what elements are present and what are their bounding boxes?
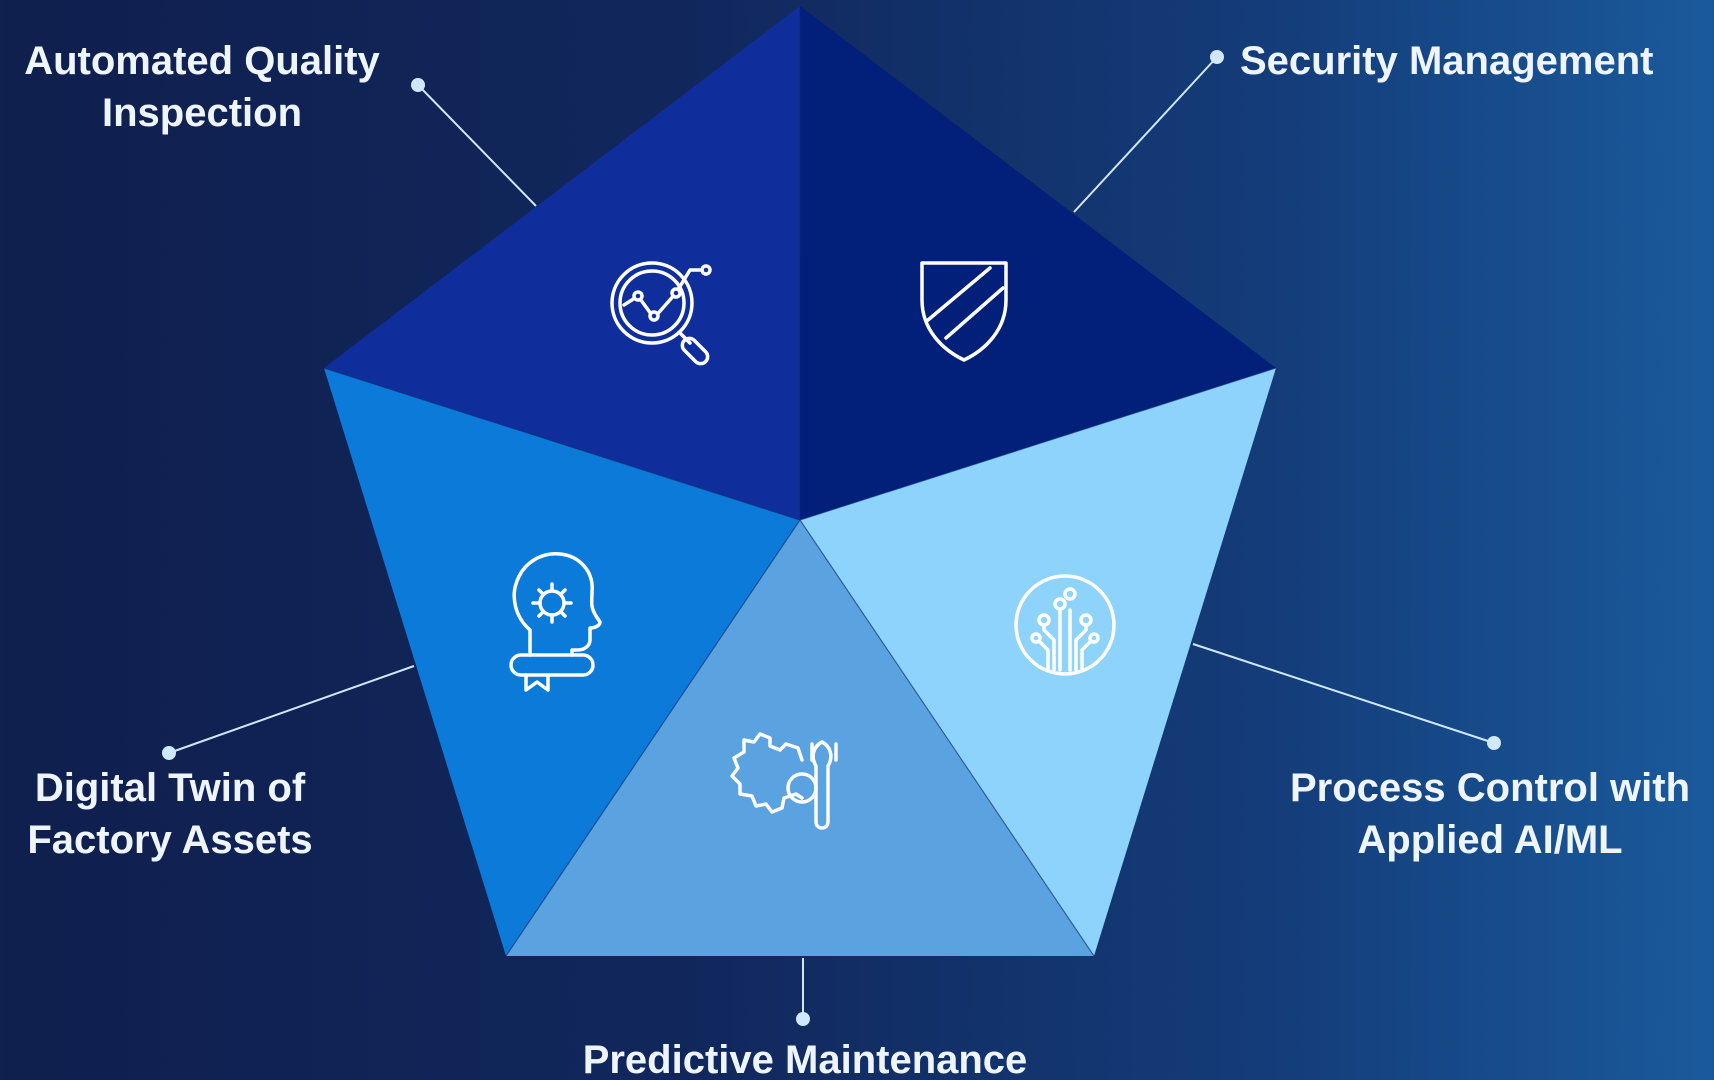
shield-icon [920,261,1008,362]
connector-security-management [1073,56,1218,213]
magnifier-chart-icon [610,261,712,366]
segment-process-control [800,368,1276,956]
label-process-control: Process Control with Applied AI/ML [1266,762,1714,866]
label-digital-twin: Digital Twin of Factory Assets [0,762,340,866]
segment-automated-quality-inspection [324,6,800,520]
label-line: Automated Quality [24,39,380,83]
label-line: Process Control with [1289,766,1691,810]
segment-digital-twin [324,368,800,956]
label-line: Predictive Maintenance [582,1038,1028,1080]
head-gear-icon [509,552,602,692]
label-line: Digital Twin of [34,766,306,810]
connector-dot-process-control [1487,736,1501,750]
segment-predictive-maintenance [506,520,1094,956]
label-line: Factory Assets [27,818,313,862]
connector-automated-quality-inspection [417,84,537,207]
circuit-tree-icon [1014,574,1116,676]
segment-dividers [323,6,1277,957]
label-line: Applied AI/ML [1357,818,1623,862]
segment-security-management [800,6,1276,520]
connector-dot-digital-twin [162,746,176,760]
connector-dot-predictive-maintenance [796,1012,810,1026]
label-security-management: Security Management [1240,35,1714,87]
connector-dot-security-management [1210,50,1224,64]
gear-wrench-icon [730,732,838,830]
label-line: Inspection [101,91,303,135]
label-line: Security Management [1240,39,1654,83]
connector-dot-automated-quality-inspection [411,78,425,92]
label-automated-quality-inspection: Automated Quality Inspection [0,35,404,139]
connector-digital-twin [168,665,415,754]
connector-process-control [1192,643,1495,744]
label-predictive-maintenance: Predictive Maintenance [520,1035,1090,1080]
